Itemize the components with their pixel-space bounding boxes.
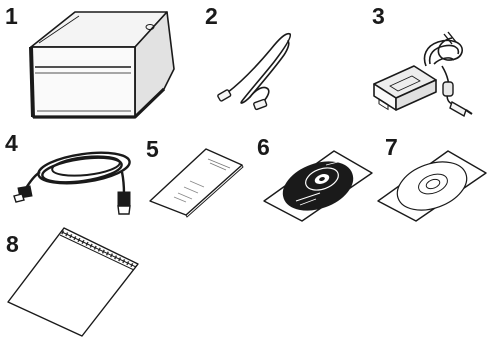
- carrier-sheet-icon: [6, 226, 140, 338]
- usb-cable-icon: [12, 142, 142, 222]
- item-number-3: 3: [372, 5, 385, 28]
- ac-adapter-icon: [368, 28, 480, 128]
- item-number-2: 2: [205, 5, 218, 28]
- cd-disc-icon: [376, 149, 488, 223]
- scanner-icon: [27, 9, 177, 127]
- power-cable-icon: [216, 27, 296, 113]
- item-number-1: 1: [5, 5, 18, 28]
- manual-booklet-icon: [148, 145, 248, 217]
- setup-dvd-icon: [262, 149, 374, 223]
